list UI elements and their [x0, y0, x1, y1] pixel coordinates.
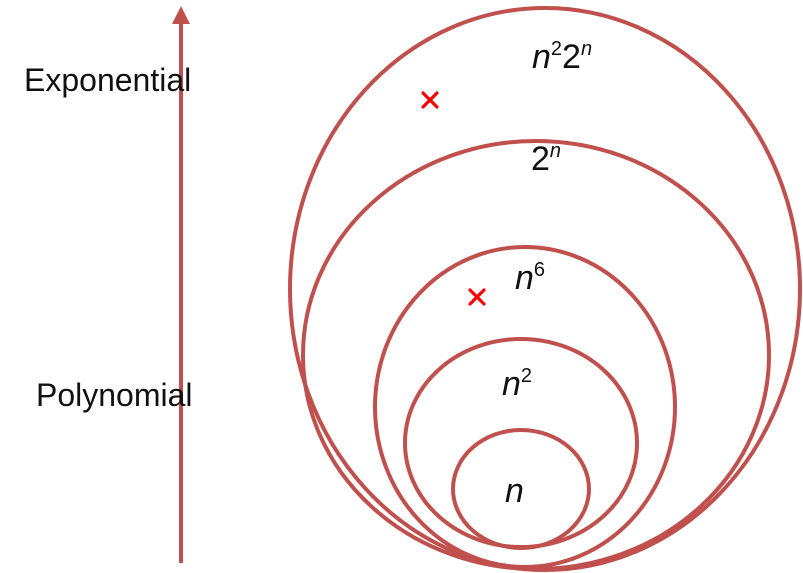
growth-arrow: [172, 6, 190, 563]
label-n: n: [505, 472, 524, 510]
ellipse-n: [451, 428, 591, 550]
ellipse-n6: [373, 245, 677, 569]
label-n6: n6: [515, 259, 545, 297]
label-n2-2n: n22n: [532, 38, 592, 76]
marker-exponential-region: [421, 91, 439, 109]
label-2n: 2n: [531, 140, 561, 178]
label-n2: n2: [502, 365, 532, 403]
marker-polynomial-region: [468, 288, 486, 306]
arrow-head-icon: [172, 6, 190, 24]
polynomial-label: Polynomial: [36, 377, 193, 413]
ellipse-n2-2n: [288, 6, 802, 572]
ellipse-2n: [301, 139, 771, 571]
exponential-label: Exponential: [24, 62, 191, 98]
